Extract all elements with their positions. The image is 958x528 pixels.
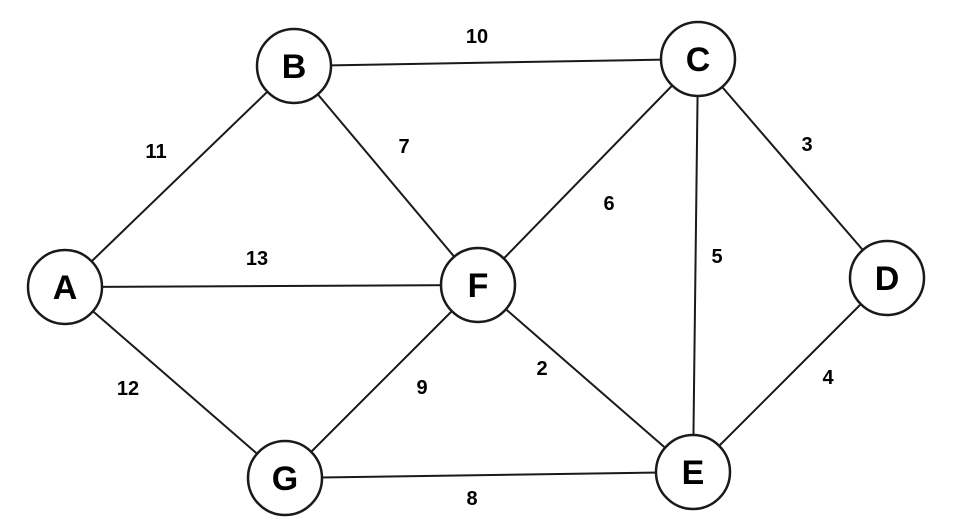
- edge-weight-A-G: 12: [117, 378, 139, 400]
- edge-weight-C-D: 3: [801, 134, 812, 156]
- edge-weight-D-E: 4: [822, 367, 834, 389]
- node-circle-F: [439, 246, 517, 324]
- node-label-A: A: [53, 269, 78, 307]
- edge-weight-B-C: 10: [466, 26, 488, 48]
- node-label-B: B: [282, 48, 307, 86]
- edge-D-E: [692, 277, 888, 473]
- edge-weight-A-F: 13: [246, 248, 268, 270]
- edge-B-F: [293, 65, 479, 286]
- edge-G-E: [284, 471, 694, 479]
- node-circle-D: [848, 239, 926, 317]
- node-label-D: D: [875, 260, 900, 298]
- edge-weight-B-F: 7: [398, 136, 409, 158]
- edge-C-D: [697, 58, 888, 279]
- edge-A-B: [64, 65, 295, 288]
- edge-A-F: [64, 284, 479, 288]
- edge-weight-C-F: 6: [603, 193, 614, 215]
- node-label-G: G: [272, 460, 298, 498]
- edge-C-E: [692, 58, 699, 473]
- edge-A-G: [64, 286, 286, 479]
- node-circle-G: [246, 439, 324, 517]
- edge-F-E: [477, 284, 694, 473]
- node-circle-A: [26, 248, 104, 326]
- edge-weight-G-E: 8: [466, 488, 477, 510]
- edge-weight-F-G: 9: [416, 377, 427, 399]
- node-circle-C: [659, 20, 737, 98]
- edge-weight-A-B: 11: [145, 141, 166, 163]
- edge-weight-C-E: 5: [711, 246, 722, 268]
- edge-C-F: [477, 58, 699, 286]
- node-circle-E: [654, 433, 732, 511]
- node-label-F: F: [468, 267, 489, 305]
- node-label-E: E: [682, 454, 705, 492]
- node-circle-B: [255, 27, 333, 105]
- node-label-C: C: [686, 41, 711, 79]
- edge-B-C: [293, 58, 699, 67]
- edge-weight-F-E: 2: [536, 358, 547, 380]
- edge-F-G: [284, 284, 479, 479]
